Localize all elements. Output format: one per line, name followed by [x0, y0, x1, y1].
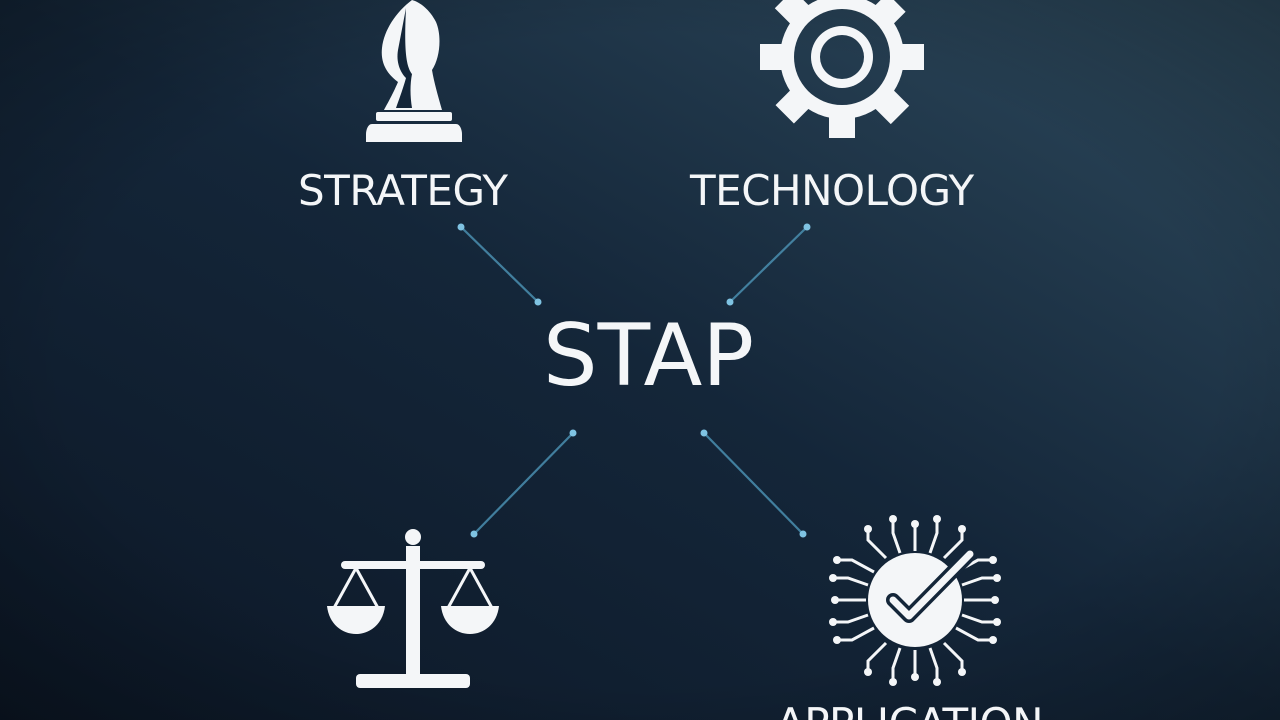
chip-checkmark-icon [829, 515, 1001, 686]
chess-bishop-icon [366, 0, 462, 142]
gear-icon [760, 0, 924, 138]
strategy-label: STRATEGY [298, 166, 508, 215]
technology-label: TECHNOLOGY [690, 166, 974, 215]
connector-technology [726, 223, 811, 306]
balance-scale-icon [327, 529, 499, 688]
connector-application [700, 429, 807, 538]
connector-strategy [457, 223, 542, 306]
center-label: STAP [543, 306, 755, 406]
application-label: APPLICATION [776, 703, 1044, 720]
connector-governance [470, 429, 577, 538]
